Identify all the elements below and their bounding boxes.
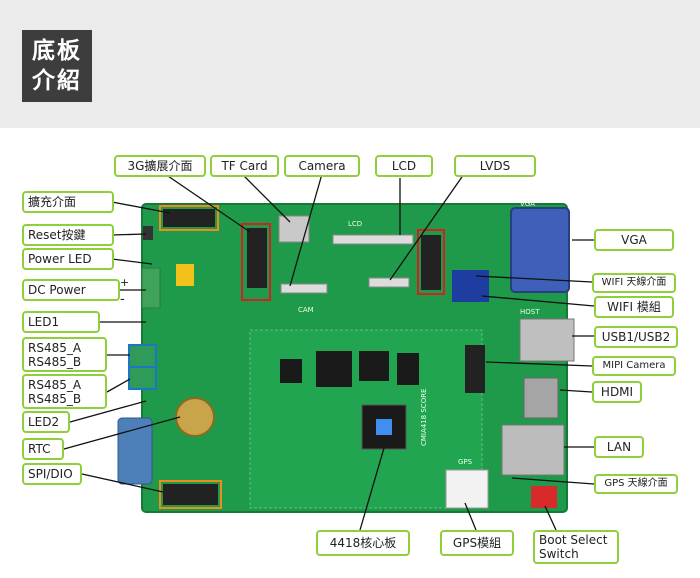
label-reset: Reset按鍵 bbox=[22, 224, 114, 246]
core-chip-1 bbox=[316, 351, 352, 387]
label-lvds: LVDS bbox=[454, 155, 536, 177]
rs485-terminal-2 bbox=[128, 366, 157, 390]
spi-header bbox=[163, 484, 218, 505]
usb-port bbox=[519, 318, 575, 362]
label-led1: LED1 bbox=[22, 311, 100, 333]
lte-highlight-box bbox=[241, 223, 271, 301]
label-led2: LED2 bbox=[22, 411, 70, 433]
db9-connector bbox=[117, 417, 153, 485]
silk-host: HOST bbox=[520, 308, 540, 316]
silk-cam: CAM bbox=[298, 306, 314, 314]
spi-highlight-box bbox=[159, 480, 222, 509]
label-rtc: RTC bbox=[22, 438, 64, 460]
hdmi-port bbox=[523, 377, 559, 419]
label-rs485-2-a: RS485_A bbox=[28, 377, 82, 392]
label-vga: VGA bbox=[594, 229, 674, 251]
label-rs485-1-a: RS485_A bbox=[28, 340, 82, 355]
expansion-header bbox=[163, 209, 215, 227]
silk-plus: + bbox=[120, 276, 129, 289]
rtc-battery bbox=[175, 397, 215, 437]
label-dc-power: DC Power bbox=[22, 279, 120, 301]
page-title-line2: 介紹 bbox=[32, 68, 82, 94]
boot-switch bbox=[531, 486, 557, 508]
tf-slot bbox=[278, 215, 310, 243]
exp-highlight-box bbox=[159, 205, 219, 231]
label-mipi-camera: MIPI Camera bbox=[592, 356, 676, 376]
label-expansion: 擴充介面 bbox=[22, 191, 114, 213]
silk-core: CMIA418 SCORE bbox=[420, 389, 428, 447]
label-tf-card: TF Card bbox=[210, 155, 279, 177]
label-core-board: 4418核心板 bbox=[316, 530, 410, 556]
label-gps-antenna: GPS 天線介面 bbox=[594, 474, 678, 494]
label-rs485-1: RS485_A RS485_B bbox=[22, 337, 107, 372]
header-banner bbox=[0, 0, 700, 128]
gps-module bbox=[445, 469, 489, 509]
mipi-header bbox=[465, 345, 485, 393]
label-lan: LAN bbox=[594, 436, 644, 458]
rs485-terminal-1 bbox=[128, 344, 157, 368]
page-title: 底板 介紹 bbox=[22, 30, 92, 102]
label-rs485-2: RS485_A RS485_B bbox=[22, 374, 107, 409]
silk-minus: - bbox=[120, 292, 125, 307]
lte-header bbox=[247, 228, 267, 288]
label-power-led: Power LED bbox=[22, 248, 114, 270]
silk-lcd: LCD bbox=[348, 220, 362, 228]
lvds-header bbox=[421, 235, 441, 290]
core-chip-4 bbox=[280, 359, 302, 383]
lan-port bbox=[501, 424, 565, 476]
label-boot-select-line1: Boot Select bbox=[539, 533, 608, 547]
label-boot-select-line2: Switch bbox=[539, 547, 579, 561]
label-camera: Camera bbox=[284, 155, 360, 177]
wifi-module bbox=[452, 270, 489, 302]
label-boot-select: Boot Select Switch bbox=[533, 530, 619, 564]
leader-lines bbox=[63, 173, 595, 531]
label-wifi-module: WIFI 模組 bbox=[594, 296, 674, 318]
label-rs485-1-b: RS485_B bbox=[28, 354, 82, 369]
silk-vga: VGA bbox=[520, 200, 535, 208]
reset-button bbox=[143, 226, 153, 240]
label-wifi-antenna: WIFI 天線介面 bbox=[592, 273, 676, 293]
label-usb: USB1/USB2 bbox=[594, 326, 678, 348]
lvds-connector bbox=[368, 277, 410, 288]
label-hdmi: HDMI bbox=[592, 381, 642, 403]
core-chip-2 bbox=[359, 351, 389, 381]
label-lcd: LCD bbox=[375, 155, 433, 177]
lcd-connector bbox=[332, 234, 414, 245]
label-rs485-2-b: RS485_B bbox=[28, 391, 82, 406]
core-soc bbox=[361, 404, 407, 450]
vga-connector bbox=[510, 207, 570, 293]
silk-gps: GPS bbox=[458, 458, 473, 466]
lvds-highlight-box bbox=[417, 229, 445, 295]
power-jack bbox=[141, 267, 161, 309]
camera-connector bbox=[280, 283, 328, 294]
label-gps-module: GPS模組 bbox=[440, 530, 514, 556]
label-spi-dio: SPI/DIO bbox=[22, 463, 82, 485]
battery-yellow bbox=[176, 264, 194, 286]
label-3g-expansion: 3G擴展介面 bbox=[114, 155, 206, 177]
page-title-line1: 底板 bbox=[32, 38, 82, 64]
core-chip-3 bbox=[397, 353, 419, 385]
soc-highlight bbox=[376, 419, 392, 435]
